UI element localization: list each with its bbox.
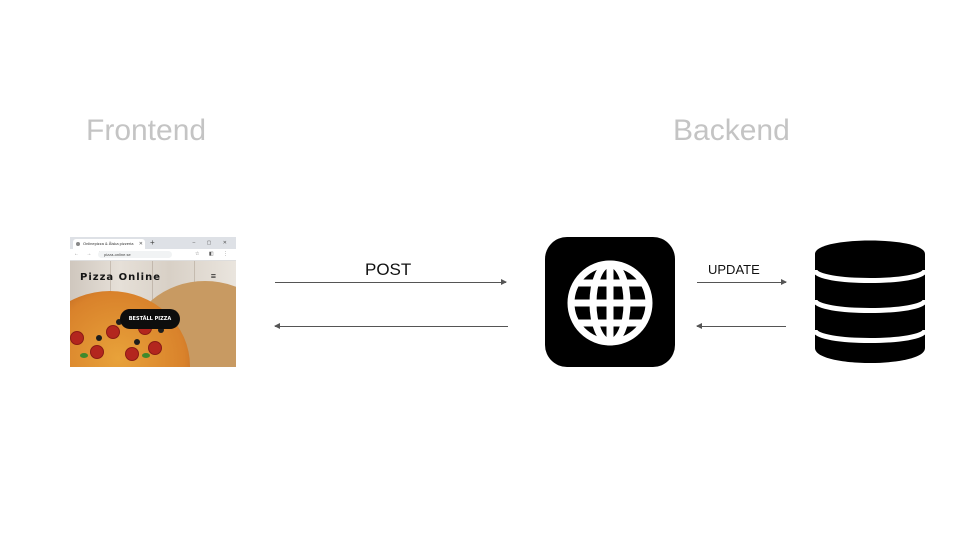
update-arrow xyxy=(697,279,787,285)
order-pizza-button: BESTÄLL PIZZA xyxy=(120,309,180,329)
browser-tab-bar: Onlinepizza & Ålska pizzeria ✕ + – ▢ ✕ xyxy=(70,237,236,249)
browser-tab-title: Onlinepizza & Ålska pizzeria xyxy=(83,241,134,246)
hamburger-menu-icon: ≡ xyxy=(210,271,216,281)
browser-screenshot: Onlinepizza & Ålska pizzeria ✕ + – ▢ ✕ ←… xyxy=(70,237,236,367)
window-controls-icon: – ▢ ✕ xyxy=(192,240,232,246)
browser-url: pizza-online.se xyxy=(98,251,172,258)
browser-tab: Onlinepizza & Ålska pizzeria ✕ xyxy=(73,239,145,249)
extensions-icon: ☆ ◧ ⋮ xyxy=(195,251,232,257)
new-tab-icon: + xyxy=(150,238,155,247)
browser-address-bar: ← → ↻ pizza-online.se ☆ ◧ ⋮ xyxy=(70,249,236,261)
backend-title: Backend xyxy=(673,114,790,147)
frontend-title: Frontend xyxy=(86,114,207,147)
server-node xyxy=(545,237,675,367)
site-logo: Pizza Online xyxy=(80,272,162,283)
post-label: POST xyxy=(365,260,412,279)
close-icon: ✕ xyxy=(138,241,143,247)
favicon-icon xyxy=(76,242,80,246)
website-preview: Pizza Online ≡ BESTÄLL PIZZA xyxy=(70,261,236,367)
update-label: UPDATE xyxy=(708,262,760,277)
database-node xyxy=(812,236,928,373)
nav-buttons-icon: ← → ↻ xyxy=(74,251,106,257)
database-icon xyxy=(812,240,928,363)
globe-icon xyxy=(567,260,653,346)
post-request-arrow xyxy=(275,279,507,285)
response-arrow xyxy=(274,323,508,329)
database-response-arrow xyxy=(696,323,786,329)
